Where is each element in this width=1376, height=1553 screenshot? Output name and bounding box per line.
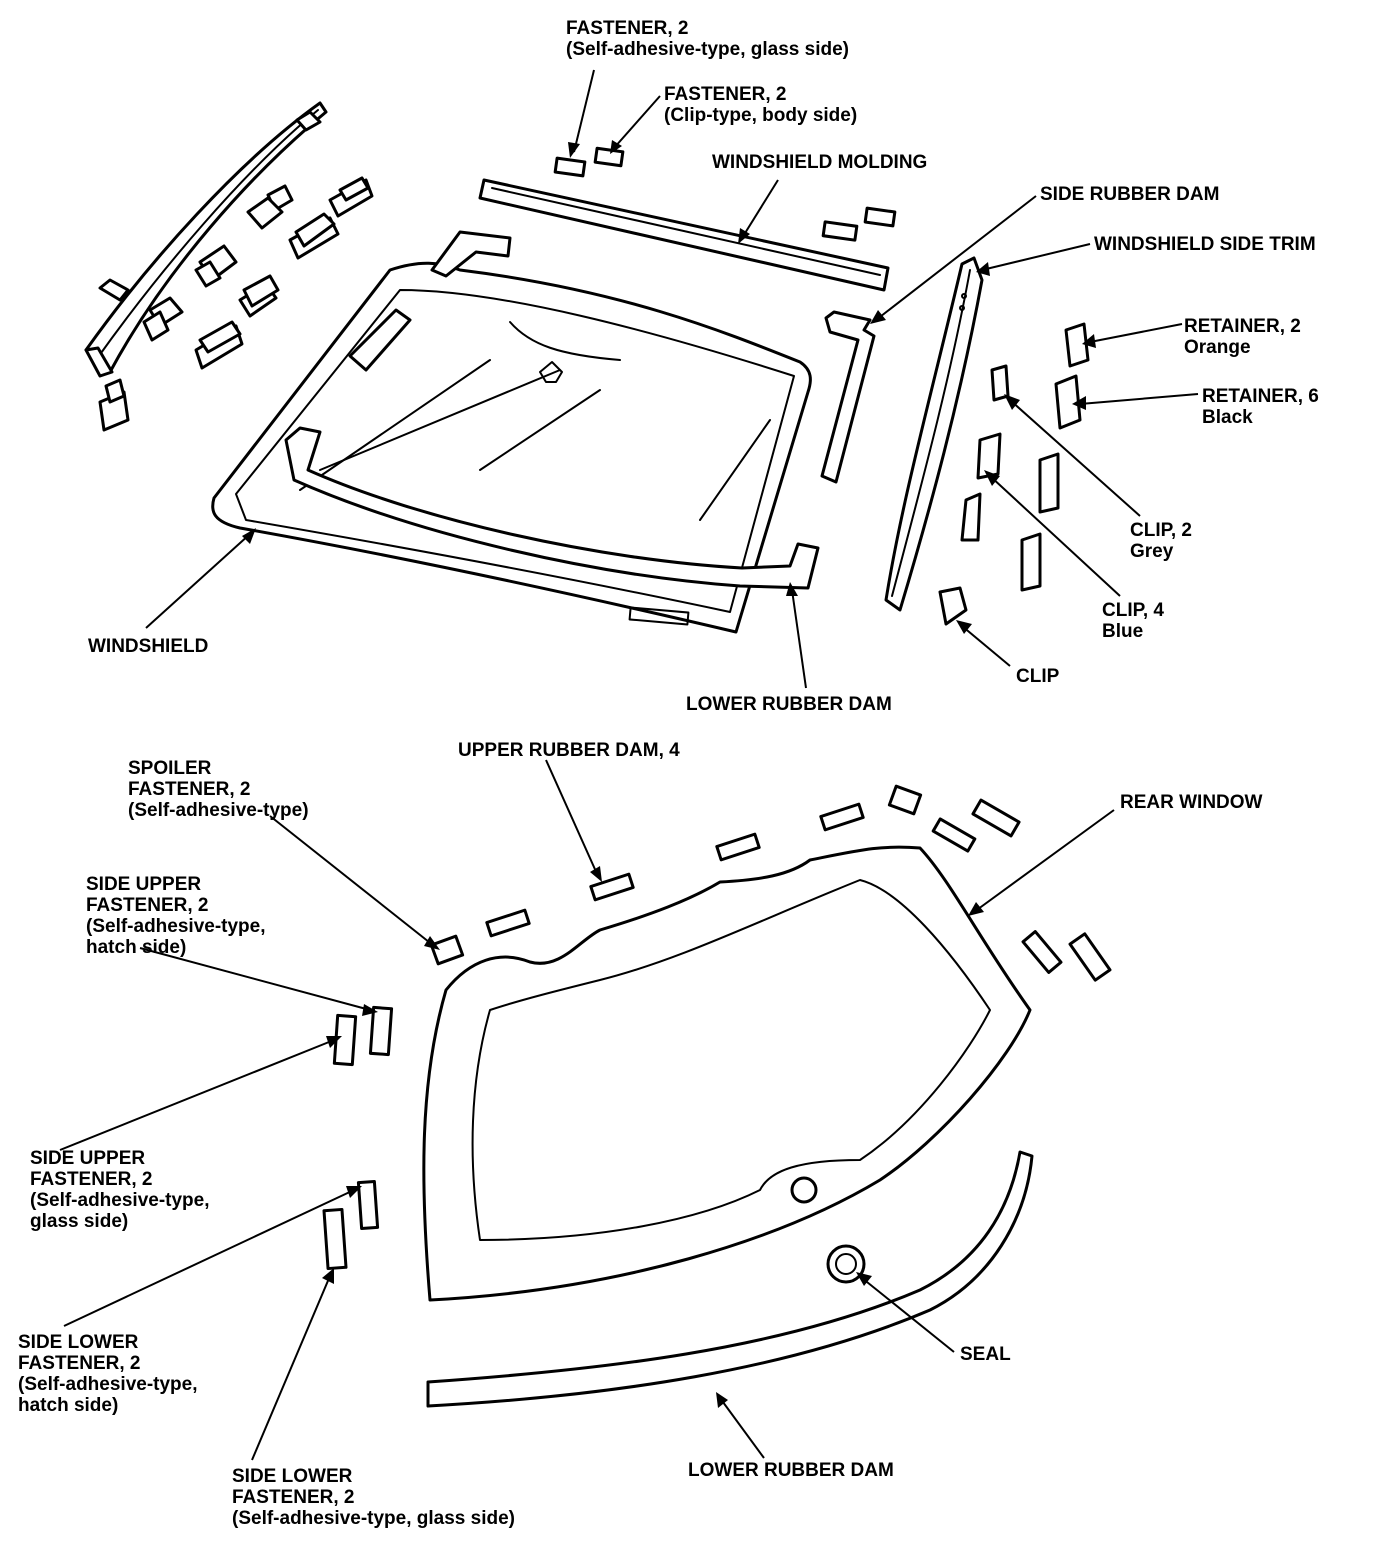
label-spoiler-fastener: SPOILER FASTENER, 2 (Self-adhesive-type) [128, 758, 309, 821]
label-line: UPPER RUBBER DAM, 4 [458, 740, 680, 761]
label-line: FASTENER, 2 [664, 84, 787, 105]
side-upper-fasteners [332, 1005, 394, 1067]
label-clip-grey: CLIP, 2 Grey [1130, 520, 1192, 562]
label-line: (Self-adhesive-type, glass side) [566, 39, 849, 60]
windshield-molding-part [478, 178, 890, 292]
seal-part [826, 1244, 866, 1284]
windshield-lower-rubber-dam-part [284, 426, 820, 590]
label-line: SPOILER [128, 758, 212, 779]
label-line: (Self-adhesive-type) [128, 800, 309, 821]
label-windshield: WINDSHIELD [88, 636, 208, 657]
windshield-upper-channel-part [348, 230, 512, 372]
label-clip: CLIP [1016, 666, 1059, 687]
label-fastener-glass-side: FASTENER, 2 (Self-adhesive-type, glass s… [566, 18, 849, 60]
label-line: RETAINER, 2 [1184, 316, 1301, 337]
label-side-rubber-dam: SIDE RUBBER DAM [1040, 184, 1219, 205]
label-windshield-molding: WINDSHIELD MOLDING [712, 152, 927, 173]
label-line: (Self-adhesive-type, [86, 916, 266, 937]
label-line: SIDE LOWER [232, 1466, 353, 1487]
label-line: Orange [1184, 337, 1251, 358]
label-line: WINDSHIELD SIDE TRIM [1094, 234, 1316, 255]
label-line: (Self-adhesive-type, [30, 1190, 210, 1211]
label-upper-rubber-dam: UPPER RUBBER DAM, 4 [458, 740, 680, 761]
label-line: WINDSHIELD [88, 636, 209, 657]
label-line: REAR WINDOW [1120, 792, 1263, 813]
label-fastener-body-side: FASTENER, 2 (Clip-type, body side) [664, 84, 857, 126]
label-line: SEAL [960, 1344, 1011, 1365]
side-rubber-dam-part [820, 310, 876, 484]
label-clip-blue: CLIP, 4 Blue [1102, 600, 1164, 642]
label-retainer-black: RETAINER, 6 Black [1202, 386, 1319, 428]
label-side-lower-fastener-glass: SIDE LOWER FASTENER, 2 (Self-adhesive-ty… [232, 1466, 515, 1529]
label-line: FASTENER, 2 [30, 1169, 153, 1190]
spoiler-fastener-part [429, 934, 465, 966]
label-line: FASTENER, 2 [232, 1487, 355, 1508]
label-rear-window: REAR WINDOW [1120, 792, 1262, 813]
label-side-upper-fastener-glass: SIDE UPPER FASTENER, 2 (Self-adhesive-ty… [30, 1148, 210, 1232]
label-line: (Self-adhesive-type, glass side) [232, 1508, 515, 1529]
label-line: RETAINER, 6 [1202, 386, 1319, 407]
label-line: FASTENER, 2 [18, 1353, 141, 1374]
side-lower-fasteners [322, 1179, 380, 1271]
label-line: Grey [1130, 541, 1174, 562]
label-line: (Clip-type, body side) [664, 105, 858, 126]
label-line: SIDE UPPER [86, 874, 202, 895]
label-line: glass side) [30, 1211, 129, 1232]
label-side-lower-fastener-hatch: SIDE LOWER FASTENER, 2 (Self-adhesive-ty… [18, 1332, 198, 1416]
windshield-side-trim-part [884, 256, 984, 612]
rear-window-part [422, 845, 1032, 1302]
label-line: FASTENER, 2 [86, 895, 209, 916]
label-windshield-side-trim: WINDSHIELD SIDE TRIM [1094, 234, 1316, 255]
upper-side-molding-strip [84, 101, 328, 378]
label-line: CLIP, 2 [1130, 520, 1192, 541]
label-line: CLIP [1016, 666, 1060, 687]
trim-clips-group [98, 110, 374, 432]
label-line: WINDSHIELD MOLDING [712, 152, 928, 173]
label-line: LOWER RUBBER DAM [688, 1460, 894, 1481]
label-line: FASTENER, 2 [128, 779, 251, 800]
label-lower-rubber-dam-rear: LOWER RUBBER DAM [688, 1460, 894, 1481]
label-line: SIDE LOWER [18, 1332, 139, 1353]
label-line: hatch side) [18, 1395, 119, 1416]
label-line: SIDE UPPER [30, 1148, 146, 1169]
label-line: Blue [1102, 621, 1144, 642]
label-line: SIDE RUBBER DAM [1040, 184, 1220, 205]
label-line: LOWER RUBBER DAM [686, 694, 892, 715]
label-retainer-orange: RETAINER, 2 Orange [1184, 316, 1301, 358]
top-fasteners [553, 146, 897, 242]
upper-rubber-dams [485, 802, 865, 938]
label-side-upper-fastener-hatch: SIDE UPPER FASTENER, 2 (Self-adhesive-ty… [86, 874, 266, 958]
label-line: CLIP, 4 [1102, 600, 1164, 621]
label-seal: SEAL [960, 1344, 1011, 1365]
label-lower-rubber-dam-front: LOWER RUBBER DAM [686, 694, 892, 715]
leader-lines [59, 69, 1199, 1461]
retainers-and-clips [938, 322, 1090, 626]
label-line: FASTENER, 2 [566, 18, 689, 39]
rear-lower-rubber-dam-part [426, 1150, 1034, 1408]
label-line: hatch side) [86, 937, 187, 958]
label-line: (Self-adhesive-type, [18, 1374, 198, 1395]
label-line: Black [1202, 407, 1253, 428]
rear-top-fasteners [887, 784, 1112, 982]
